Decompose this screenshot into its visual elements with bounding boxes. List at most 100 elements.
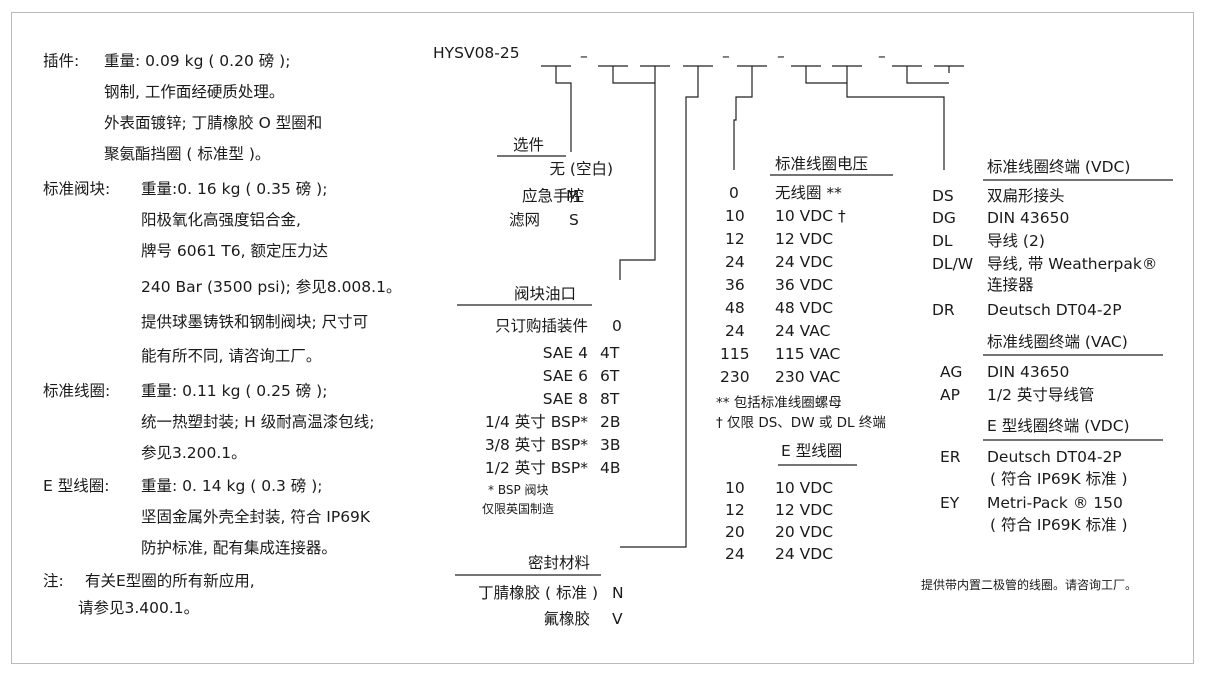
document-frame — [11, 12, 1194, 664]
port-code: 3B — [600, 436, 621, 454]
port-code: 4T — [600, 344, 620, 362]
term-code: AP — [940, 386, 960, 404]
option-name: 无 (空白) — [549, 160, 613, 178]
port-name: 1/4 英寸 BSP* — [484, 413, 588, 431]
port-name: 3/8 英寸 BSP* — [484, 436, 588, 454]
voltage-code: 12 — [725, 230, 745, 248]
option-name: 滤网 — [508, 211, 540, 229]
spec-line: 外表面镀锌; 丁腈橡胶 O 型圈和 — [104, 114, 323, 132]
term-code: ER — [940, 448, 961, 466]
e-voltage-code: 20 — [725, 523, 745, 541]
term-value: DIN 43650 — [987, 363, 1070, 381]
note-line: 有关E型圈的所有新应用, — [85, 572, 255, 590]
spec-line: 阳极氧化高强度铝合金, — [141, 211, 301, 229]
e-voltage-value: 10 VDC — [775, 479, 834, 497]
voltage-value: 24 VDC — [775, 253, 834, 271]
term-value: Deutsch DT04-2P — [987, 301, 1122, 319]
voltage-value: 10 VDC † — [775, 207, 846, 225]
port-name: SAE 4 — [542, 344, 588, 362]
spec-line: 240 Bar (3500 psi); 参见8.008.1。 — [141, 278, 402, 296]
ports-footnote: * BSP 阀块 — [488, 483, 549, 497]
spec-line: 防护标准, 配有集成连接器。 — [141, 539, 337, 557]
term-code: DG — [932, 209, 956, 227]
spec-line: 牌号 6061 T6, 额定压力达 — [141, 242, 328, 260]
term-value: 1/2 英寸导线管 — [987, 386, 1095, 404]
voltage-code: 230 — [720, 368, 750, 386]
e-voltage-value: 20 VDC — [775, 523, 834, 541]
seal-name: 丁腈橡胶 ( 标准 ) — [478, 584, 598, 602]
term-value: ( 符合 IP69K 标准 ) — [990, 516, 1128, 534]
term-code: AG — [940, 363, 963, 381]
voltage-code: 36 — [725, 276, 745, 294]
seal-name: 氟橡胶 — [543, 610, 590, 628]
term-value: 连接器 — [987, 276, 1034, 294]
term-value: 导线 (2) — [987, 232, 1045, 250]
seal-code: N — [612, 584, 624, 602]
term-value: ( 符合 IP69K 标准 ) — [990, 470, 1128, 488]
term-value: 双扁形接头 — [987, 187, 1065, 205]
option-code: M — [566, 187, 580, 205]
port-code: 2B — [600, 413, 621, 431]
e-voltage-value: 24 VDC — [775, 545, 834, 563]
note-line: 请参见3.400.1。 — [78, 599, 200, 617]
term-code: DL/W — [932, 255, 974, 273]
voltage-code: 0 — [729, 184, 739, 202]
voltage-code: 24 — [725, 322, 745, 340]
seal-code: V — [612, 610, 623, 628]
voltage-code: 115 — [720, 345, 750, 363]
voltage-code: 10 — [725, 207, 745, 225]
voltage-value: 12 VDC — [775, 230, 834, 248]
ports-title: 阀块油口 — [514, 285, 577, 303]
code-dash-2: – — [722, 47, 730, 65]
spec-line: 重量: 0.11 kg ( 0.25 磅 ); — [141, 382, 328, 400]
spec-line: 参见3.200.1。 — [141, 444, 247, 462]
spec-label-cartridge: 插件: — [43, 52, 80, 70]
e-voltage-code: 10 — [725, 479, 745, 497]
spec-line: 重量: 0. 14 kg ( 0.3 磅 ); — [141, 477, 323, 495]
port-code: 4B — [600, 459, 621, 477]
term-code: DL — [932, 232, 953, 250]
spec-line: 坚固金属外壳全封装, 符合 IP69K — [141, 508, 371, 526]
port-name: SAE 8 — [542, 390, 588, 408]
spec-label-e-coil: E 型线圈: — [43, 477, 110, 495]
code-dash-4: – — [878, 47, 886, 65]
term-code: DS — [932, 187, 954, 205]
spec-label-std-coil: 标准线圈: — [43, 382, 111, 400]
options-title: 选件 — [513, 136, 545, 154]
term-value: DIN 43650 — [987, 209, 1070, 227]
voltage-note: † 仅限 DS、DW 或 DL 终端 — [716, 415, 886, 431]
port-name: 只订购插装件 — [494, 317, 588, 335]
option-name: 应急手控 — [521, 187, 584, 205]
code-dash-3: – — [777, 47, 785, 65]
e-voltage-code: 24 — [725, 545, 745, 563]
voltage-value: 无线圈 ** — [775, 184, 842, 202]
coil-voltage-title: 标准线圈电压 — [775, 155, 869, 173]
spec-line: 统一热塑封装; H 级耐高温漆包线; — [141, 413, 375, 431]
spec-line: 钢制, 工作面经硬质处理。 — [104, 83, 285, 101]
voltage-value: 24 VAC — [775, 322, 831, 340]
port-code: 6T — [600, 367, 620, 385]
term-e-title: E 型线圈终端 (VDC) — [987, 417, 1130, 435]
e-voltage-value: 12 VDC — [775, 501, 834, 519]
e-voltage-code: 12 — [725, 501, 745, 519]
spec-line: 能有所不同, 请咨询工厂。 — [141, 347, 322, 365]
spec-line: 重量: 0.09 kg ( 0.20 磅 ); — [104, 52, 291, 70]
term-vdc-title: 标准线圈终端 (VDC) — [987, 158, 1131, 176]
voltage-value: 36 VDC — [775, 276, 834, 294]
voltage-value: 48 VDC — [775, 299, 834, 317]
seals-title: 密封材料 — [528, 554, 591, 572]
voltage-value: 115 VAC — [775, 345, 841, 363]
port-name: SAE 6 — [542, 367, 588, 385]
spec-line: 重量:0. 16 kg ( 0.35 磅 ); — [141, 180, 328, 198]
e-coil-voltage-title: E 型线圈 — [781, 442, 843, 460]
term-code: EY — [940, 494, 960, 512]
port-code: 0 — [612, 317, 622, 335]
term-value: Metri-Pack ® 150 — [987, 494, 1123, 512]
port-code: 8T — [600, 390, 620, 408]
voltage-note: ** 包括标准线圈螺母 — [716, 395, 842, 411]
port-name: 1/2 英寸 BSP* — [484, 459, 588, 477]
term-vac-title: 标准线圈终端 (VAC) — [987, 333, 1128, 351]
spec-line: 聚氨酯挡圈 ( 标准型 )。 — [104, 145, 271, 163]
model-code: HYSV08-25 — [433, 44, 520, 62]
